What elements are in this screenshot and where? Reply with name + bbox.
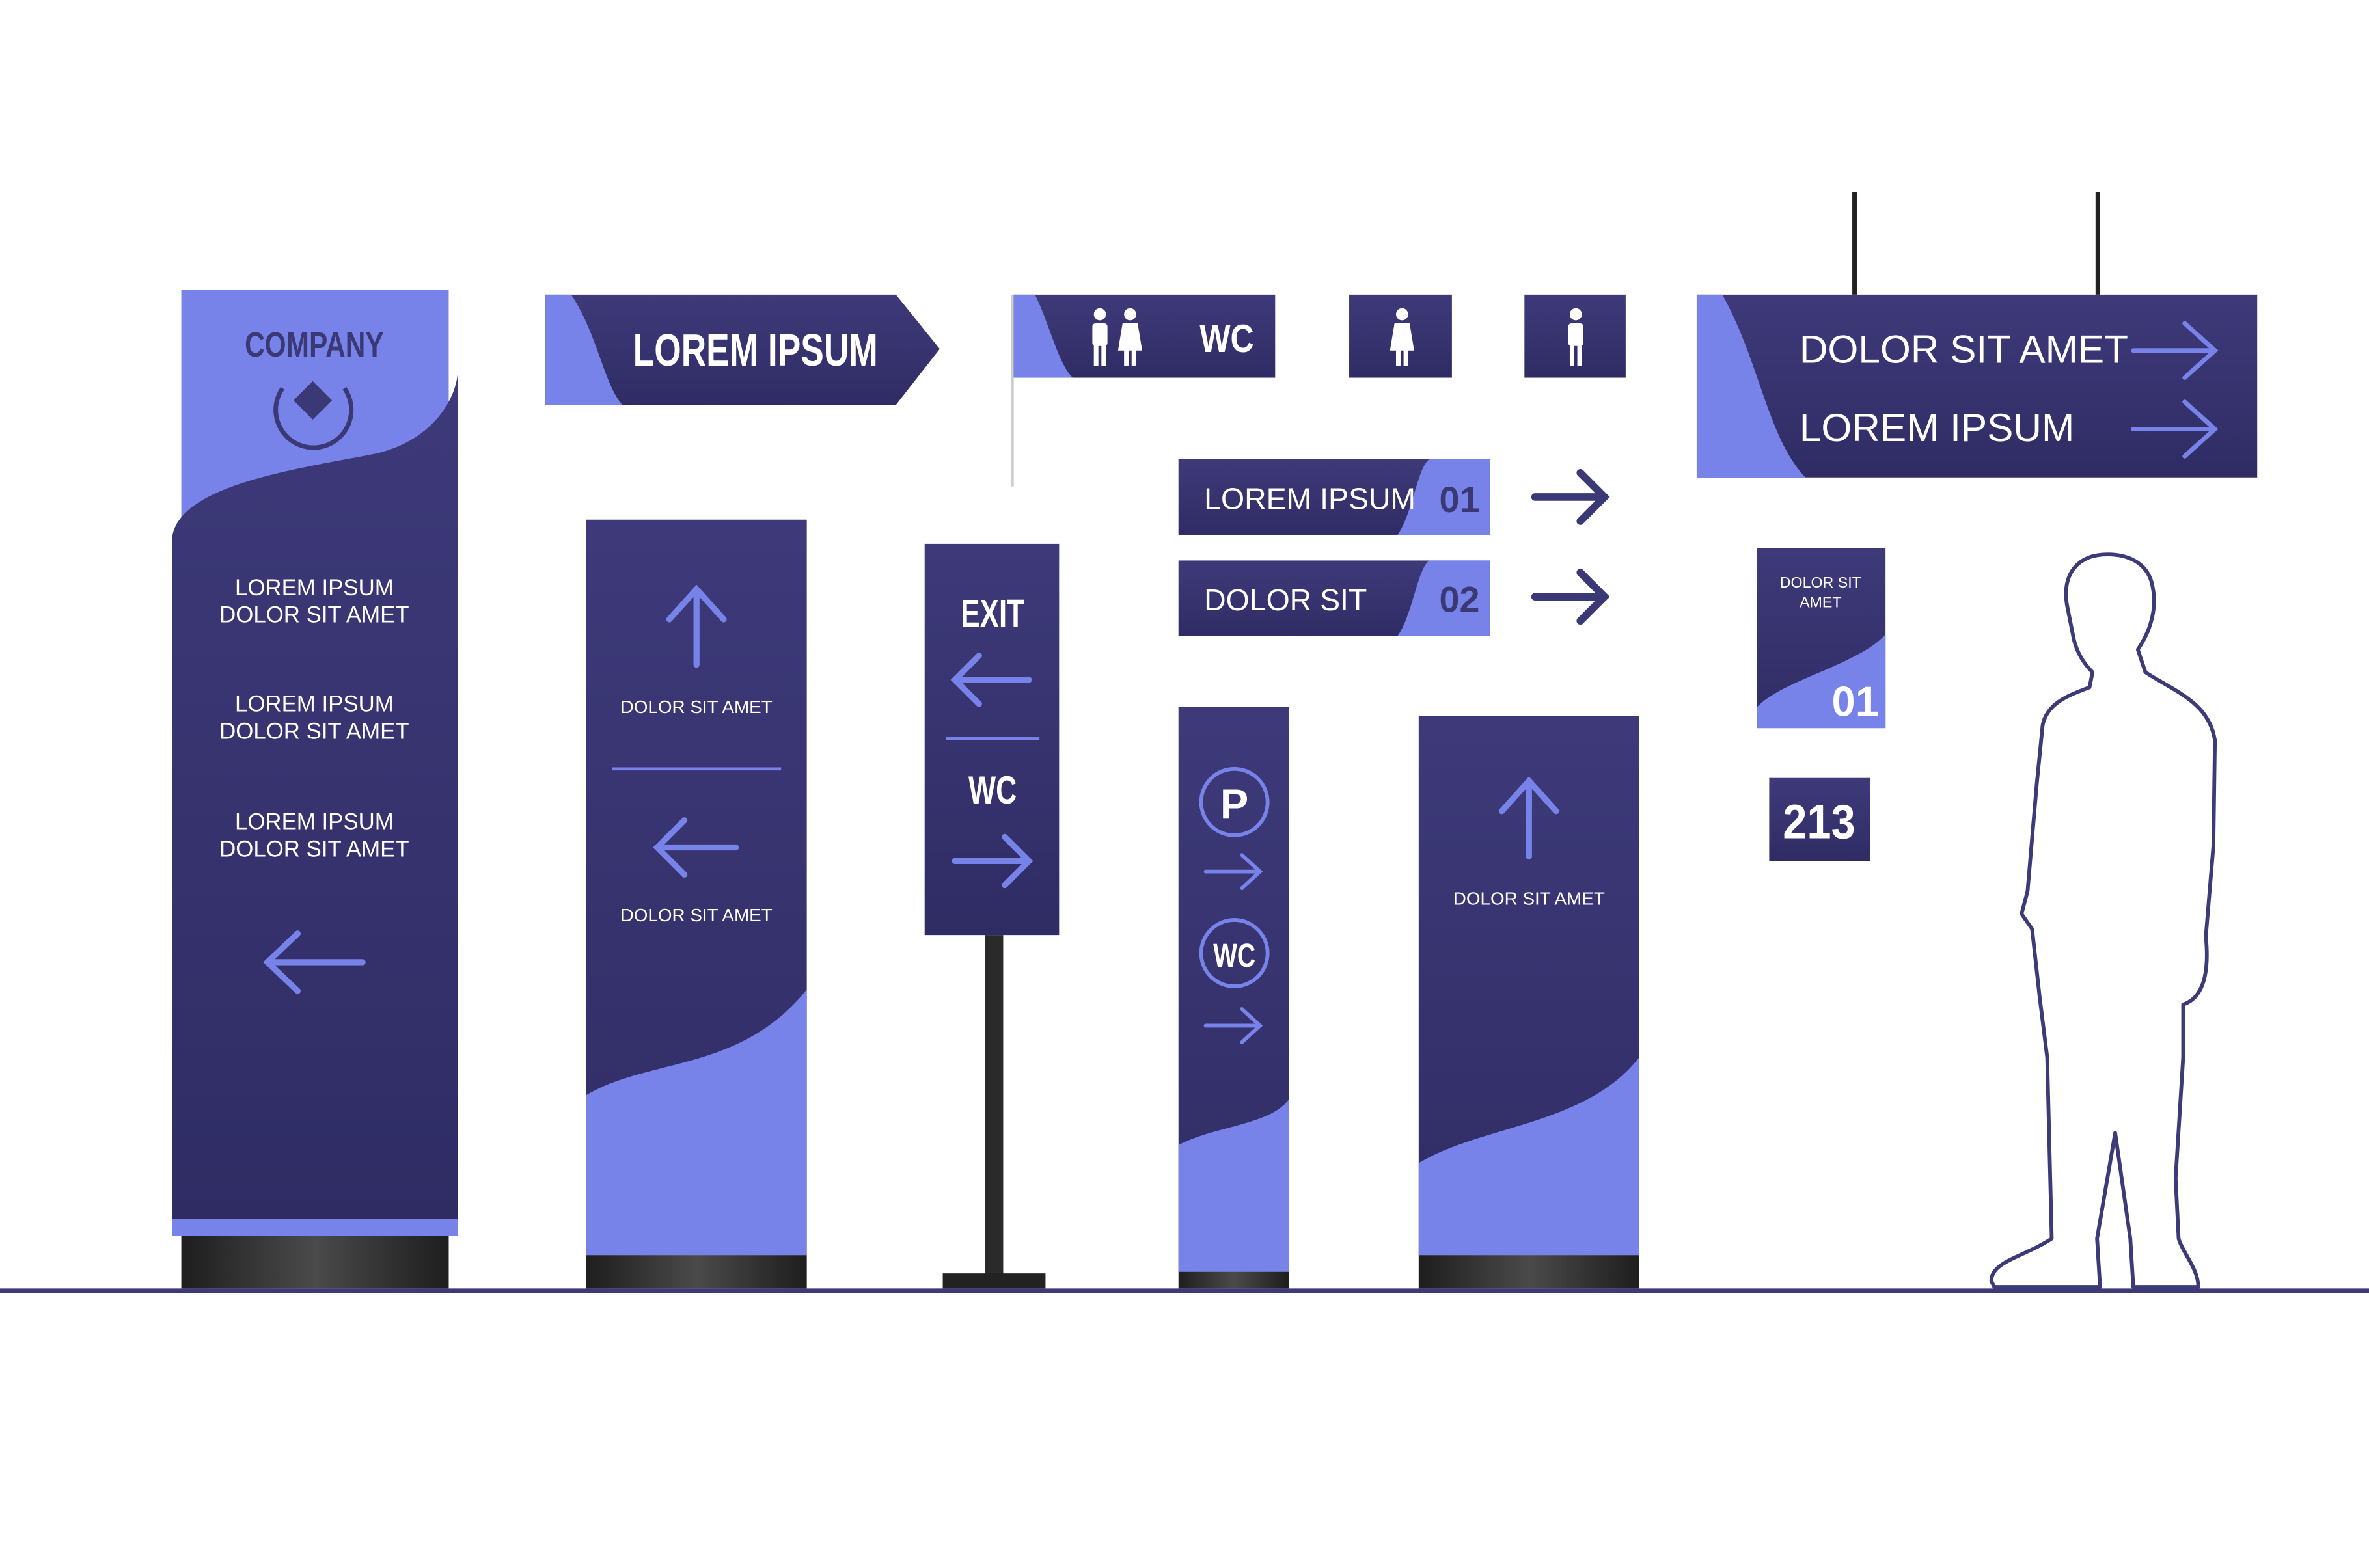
hanging-line1: DOLOR SIT AMET bbox=[1800, 327, 2128, 371]
arrow-right-icon bbox=[2131, 399, 2219, 459]
company-name: COMPANY bbox=[245, 326, 384, 364]
arrow-left-icon bbox=[653, 817, 739, 878]
panel-a-top-text: DOLOR SIT AMET bbox=[621, 697, 773, 717]
company-pylon: COMPANY LOREM IPSUM DOLOR SIT AMET LOREM… bbox=[172, 290, 458, 1289]
panel-a-bottom-text: DOLOR SIT AMET bbox=[621, 905, 773, 925]
pylon-item-3-line1: LOREM IPSUM bbox=[235, 809, 394, 835]
exit-sign: EXIT WC bbox=[924, 543, 1060, 1289]
wc-circle-icon bbox=[1199, 918, 1270, 988]
pylon-item-2-line2: DOLOR SIT AMET bbox=[219, 718, 409, 744]
wc-flag-label: WC bbox=[1199, 316, 1254, 360]
pylon-item-1-line2: DOLOR SIT AMET bbox=[219, 602, 409, 628]
row-2-number: 02 bbox=[1440, 579, 1480, 619]
man-icon bbox=[1568, 308, 1583, 366]
restroom-icon bbox=[1092, 308, 1142, 366]
parking-circle-icon bbox=[1199, 766, 1270, 837]
arrow-right-icon bbox=[2131, 321, 2219, 381]
wc-label: WC bbox=[968, 768, 1017, 812]
row-sign-2: DOLOR SIT 02 bbox=[1178, 560, 1610, 636]
row-sign-1: LOREM IPSUM 01 bbox=[1178, 459, 1610, 535]
narrow-pylon: P WC bbox=[1178, 707, 1289, 1289]
room-sign: DOLOR SIT AMET 01 bbox=[1757, 548, 1886, 729]
company-logo-icon bbox=[273, 381, 354, 450]
arrow-up-icon bbox=[1498, 776, 1559, 860]
arrow-left-icon bbox=[263, 930, 366, 994]
exit-label: EXIT bbox=[961, 591, 1024, 636]
ground-line bbox=[0, 1288, 2369, 1293]
banner-label: LOREM IPSUM bbox=[633, 325, 878, 375]
divider bbox=[946, 737, 1040, 740]
arrow-right-icon bbox=[1203, 1007, 1263, 1044]
room-number-plate: 213 bbox=[1769, 777, 1870, 861]
hanging-sign: DOLOR SIT AMET LOREM IPSUM bbox=[1696, 192, 2258, 478]
arrow-right-icon bbox=[1531, 569, 1610, 625]
pylon-item-3-line2: DOLOR SIT AMET bbox=[219, 836, 409, 861]
divider bbox=[612, 767, 782, 771]
arrow-right-icon bbox=[1203, 853, 1263, 891]
wc-flag-sign: WC bbox=[1011, 294, 1276, 487]
room-number: 213 bbox=[1783, 795, 1855, 849]
narrow-wc-label: WC bbox=[1213, 937, 1255, 974]
arrow-right-icon bbox=[1531, 468, 1610, 525]
row-1-label: LOREM IPSUM bbox=[1204, 482, 1416, 516]
man-sign bbox=[1524, 294, 1626, 378]
lorem-ipsum-banner: LOREM IPSUM bbox=[545, 294, 940, 405]
arrow-left-icon bbox=[950, 653, 1032, 707]
arrow-right-icon bbox=[952, 833, 1034, 889]
room-sign-number: 01 bbox=[1832, 678, 1879, 725]
parking-label: P bbox=[1220, 780, 1248, 828]
room-sign-line2: AMET bbox=[1800, 593, 1841, 610]
pylon-item-1-line1: LOREM IPSUM bbox=[235, 575, 394, 601]
direction-panel-b: DOLOR SIT AMET bbox=[1418, 716, 1639, 1289]
row-2-label: DOLOR SIT bbox=[1204, 583, 1367, 617]
woman-icon bbox=[1390, 308, 1414, 366]
hanging-line2: LOREM IPSUM bbox=[1800, 405, 2074, 450]
arrow-up-icon bbox=[666, 584, 727, 668]
room-sign-line1: DOLOR SIT bbox=[1780, 574, 1861, 591]
panel-b-text: DOLOR SIT AMET bbox=[1453, 889, 1605, 909]
woman-sign bbox=[1349, 294, 1452, 378]
person-silhouette bbox=[1989, 552, 2217, 1289]
direction-panel-a: DOLOR SIT AMET DOLOR SIT AMET bbox=[586, 519, 807, 1289]
pylon-item-2-line1: LOREM IPSUM bbox=[235, 692, 394, 717]
row-1-number: 01 bbox=[1440, 480, 1480, 520]
